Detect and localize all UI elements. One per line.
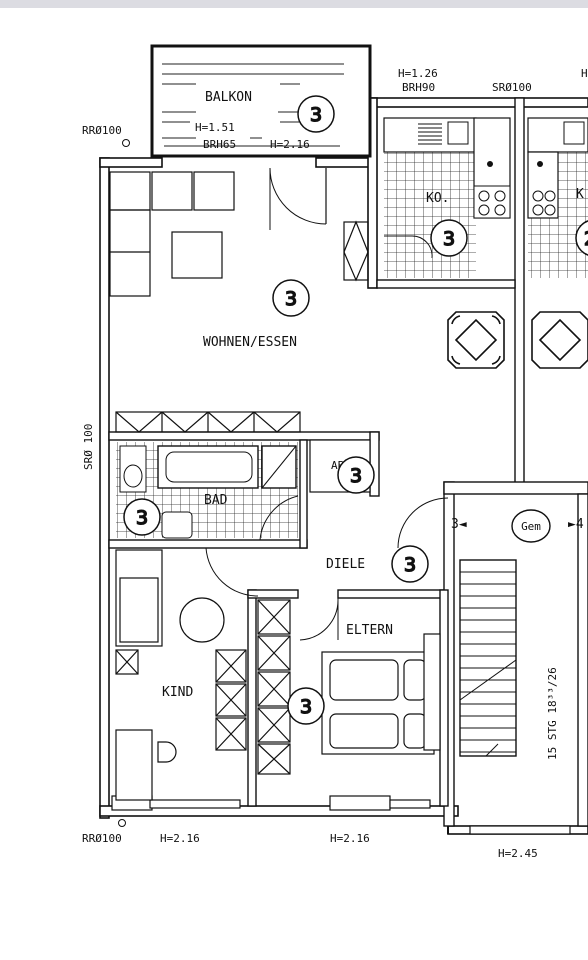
marker-diele: 3: [391, 545, 429, 583]
marker-kueche: 3: [430, 219, 468, 257]
svg-text:3: 3: [404, 554, 416, 576]
pipe-markers: [118, 139, 130, 827]
dim-sr-top: SRØ100: [492, 81, 532, 94]
dim-rr-top: RRØ100: [82, 124, 122, 137]
kind-room: [115, 549, 247, 801]
dim-window-eltern: H=2.16: [330, 832, 370, 845]
svg-text:3: 3: [285, 288, 297, 310]
living-furniture: [109, 167, 369, 433]
stair-door-left: 3◄: [451, 517, 467, 532]
svg-text:2: 2: [584, 228, 588, 250]
marker-neighbor: 2: [575, 220, 588, 256]
label-balkon: BALKON: [205, 90, 252, 105]
dim-balkon-h: H=1.51: [195, 121, 235, 134]
viewer-top-bar: [0, 0, 588, 8]
eltern-room: [257, 599, 441, 775]
hall-doors: [205, 497, 449, 641]
kitchen: [383, 117, 588, 278]
interior-walls: [108, 97, 588, 827]
marker-bad: 3: [123, 498, 161, 536]
dim-window-kind: H=2.16: [160, 832, 200, 845]
label-kueche: KO.: [426, 191, 449, 206]
dim-kitchen-window-h: H=1.26: [398, 67, 438, 80]
balcony: [150, 44, 372, 158]
dim-balkon-door-h: H=2.16: [270, 138, 310, 151]
label-eltern: ELTERN: [346, 623, 393, 638]
dim-kitchen-window-brh: BRH90: [402, 81, 435, 94]
bathroom: [116, 439, 371, 541]
dim-stair-window: H=2.45: [498, 847, 538, 860]
stair-door-right: ►4: [568, 517, 584, 532]
label-wohnen: WOHNEN/ESSEN: [203, 335, 297, 350]
dim-sr-left: SRØ 100: [82, 424, 95, 470]
stairwell: [459, 559, 517, 757]
stair-gem-label: Gem: [521, 520, 541, 533]
marker-balkon: 3: [297, 95, 335, 133]
dim-kitchen-neighbor-h: H: [581, 67, 588, 80]
stair-entry-labels: Gem 3◄ ►4: [451, 509, 584, 543]
label-kind: KIND: [162, 685, 193, 700]
svg-text:3: 3: [310, 104, 322, 126]
svg-text:3: 3: [350, 465, 362, 487]
dim-balkon-brh: BRH65: [203, 138, 236, 151]
dim-rr-bottom: RRØ100: [82, 832, 122, 845]
marker-wohnen: 3: [272, 279, 310, 317]
marker-eltern: 3: [287, 687, 325, 725]
svg-text:3: 3: [136, 507, 148, 529]
stair-steps-text: 15 STG 18³³/26: [546, 667, 559, 760]
dining-tables: [447, 311, 588, 369]
marker-ab: 3: [337, 456, 375, 494]
dimension-labels: H=1.51 BRH65 H=2.16 H=1.26 BRH90 H SRØ10…: [82, 67, 588, 860]
label-bad: BAD: [204, 493, 228, 508]
room-labels: BALKON WOHNEN/ESSEN KO. K BAD AB DIELE E…: [162, 90, 584, 700]
room-markers: 3 3 3 2 3 3 3 3: [123, 95, 588, 725]
label-diele: DIELE: [326, 557, 365, 572]
svg-text:3: 3: [300, 696, 312, 718]
svg-text:3: 3: [443, 228, 455, 250]
label-kueche-neighbor: K: [576, 187, 584, 202]
